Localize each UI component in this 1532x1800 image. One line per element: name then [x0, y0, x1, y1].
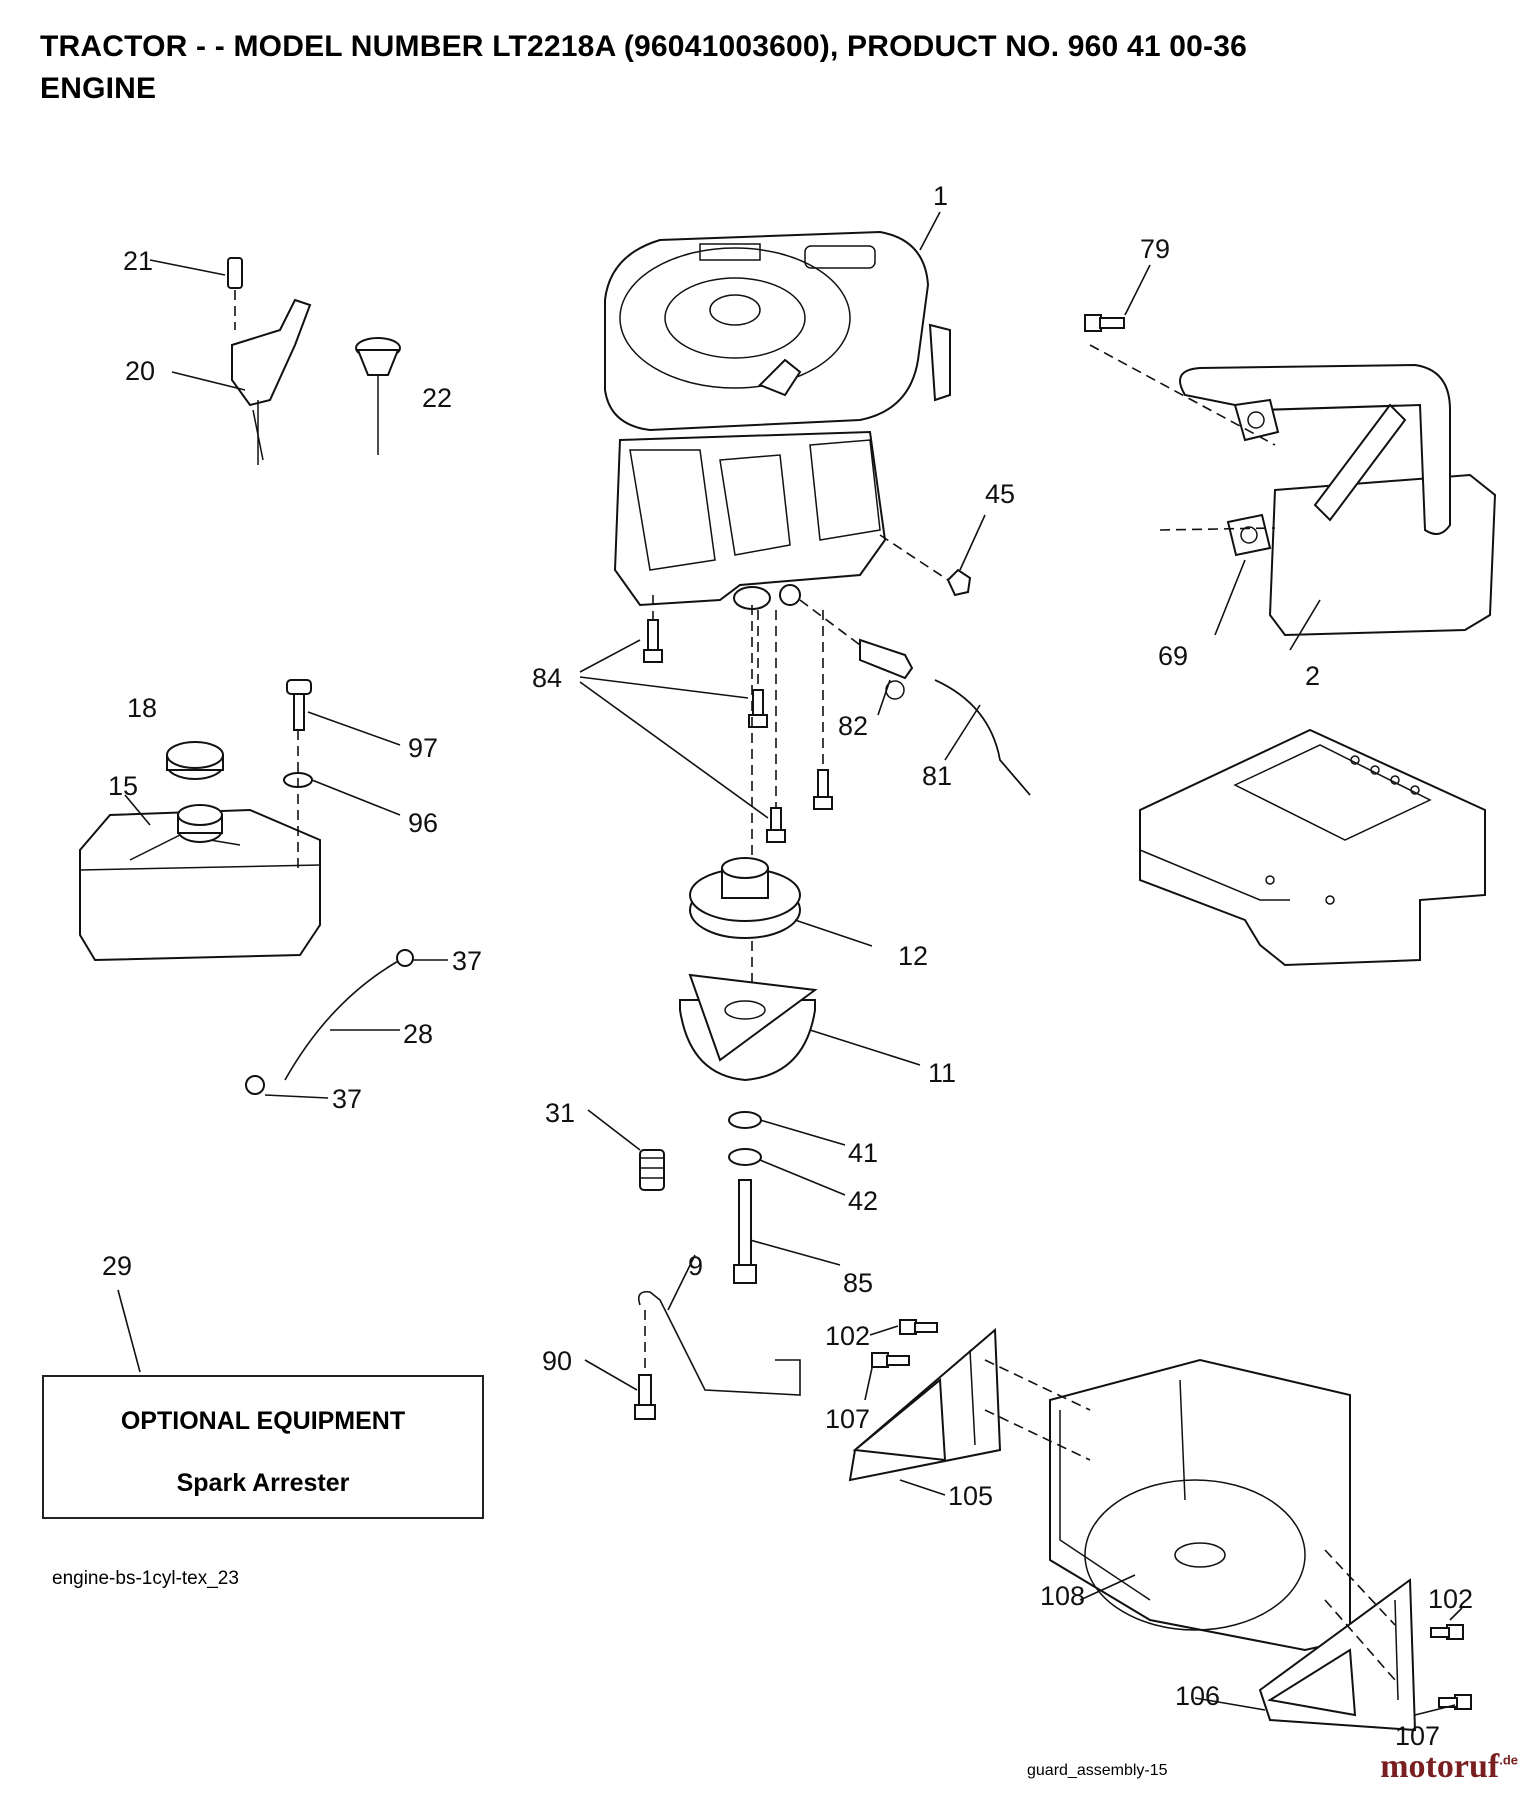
- callout-41: 41: [848, 1138, 878, 1168]
- callout-84: 84: [532, 663, 562, 693]
- callout-12: 12: [898, 941, 928, 971]
- callout-102-lower: 102: [1428, 1584, 1473, 1614]
- bolt-85: [733, 1179, 757, 1284]
- optional-equipment-title: OPTIONAL EQUIPMENT: [120, 1407, 406, 1435]
- logo-name: motoruf: [1380, 1748, 1500, 1785]
- rod-9: [637, 1290, 801, 1396]
- callout-69: 69: [1158, 641, 1188, 671]
- callout-28: 28: [403, 1019, 433, 1049]
- bolt-102-lower: [1430, 1624, 1464, 1640]
- callout-106: 106: [1175, 1681, 1220, 1711]
- leader-line: [919, 211, 941, 251]
- callout-107-lower: 107: [1395, 1721, 1440, 1751]
- callout-42: 42: [848, 1186, 878, 1216]
- motoruf-logo: motoruf.de: [1380, 1748, 1518, 1786]
- engine-part: [604, 230, 951, 610]
- guard-105: [848, 1327, 1002, 1482]
- optional-equipment-item: Spark Arrester: [176, 1469, 350, 1497]
- bolt-84-group: [643, 619, 833, 843]
- knob-22: [355, 337, 401, 455]
- callout-2: 2: [1305, 661, 1320, 691]
- optional-equipment-box: OPTIONAL EQUIPMENT Spark Arrester: [42, 1375, 484, 1519]
- callout-79: 79: [1140, 234, 1170, 264]
- callout-102-upper: 102: [825, 1321, 870, 1351]
- callout-9: 9: [688, 1251, 703, 1281]
- clamp-37: [396, 949, 414, 967]
- screw-21: [227, 257, 243, 330]
- fuel-tank-15: [79, 804, 321, 962]
- washer-41: [728, 1111, 762, 1129]
- callout-11: 11: [928, 1058, 956, 1088]
- guard-106: [1258, 1578, 1417, 1732]
- engine-reference-code: engine-bs-1cyl-tex_23: [52, 1568, 239, 1589]
- nut-45: [946, 568, 972, 597]
- throttle-control-20: [231, 298, 312, 465]
- muffler-2: [1179, 363, 1497, 637]
- logo-suffix: .de: [1499, 1752, 1518, 1768]
- fuel-line-28: [284, 959, 401, 1081]
- callout-37-lower: 37: [332, 1084, 362, 1114]
- spring-31: [639, 1149, 665, 1191]
- bolt-79: [1084, 314, 1125, 332]
- callout-96: 96: [408, 808, 438, 838]
- clamp-37-lower: [245, 1075, 265, 1095]
- callout-81: 81: [922, 761, 952, 791]
- bolt-102-upper: [899, 1319, 938, 1335]
- callout-22: 22: [422, 383, 452, 413]
- bolt-107-upper: [871, 1352, 910, 1368]
- callout-97: 97: [408, 733, 438, 763]
- callout-37-upper: 37: [452, 946, 482, 976]
- guard-reference-code: guard_assembly-15: [1027, 1762, 1168, 1779]
- callout-18: 18: [127, 693, 157, 723]
- screw-97: [286, 679, 312, 731]
- washer-42: [728, 1148, 762, 1166]
- pulley-part: [689, 857, 801, 939]
- callout-21: 21: [123, 246, 153, 276]
- page-title: TRACTOR - - MODEL NUMBER LT2218A (960410…: [40, 30, 1247, 63]
- callout-20: 20: [125, 356, 155, 386]
- callout-105: 105: [948, 1481, 993, 1511]
- bolt-107-lower: [1438, 1694, 1472, 1710]
- hose-81: [934, 679, 1031, 796]
- callout-1: 1: [933, 181, 948, 211]
- engine-mount-plate: [1139, 728, 1486, 967]
- fuel-cap-18: [166, 741, 224, 780]
- callout-45: 45: [985, 479, 1015, 509]
- callout-107-upper: 107: [825, 1404, 870, 1434]
- callout-85: 85: [843, 1268, 873, 1298]
- callout-82: 82: [838, 711, 868, 741]
- clutch-part: [679, 973, 818, 1082]
- callout-15: 15: [108, 771, 138, 801]
- callout-90: 90: [542, 1346, 572, 1376]
- guard-108: [1049, 1358, 1351, 1652]
- page-subtitle: ENGINE: [40, 72, 157, 105]
- callout-108: 108: [1040, 1581, 1085, 1611]
- callout-29: 29: [102, 1251, 132, 1281]
- callout-31: 31: [545, 1098, 575, 1128]
